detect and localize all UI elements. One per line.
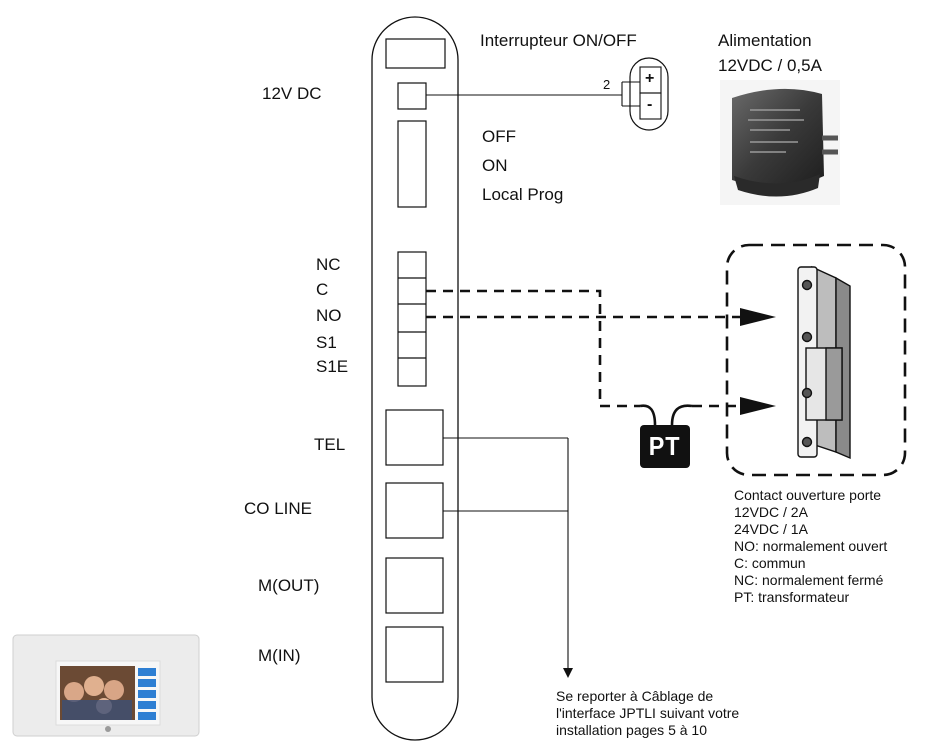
label-co-line: CO LINE <box>244 499 313 518</box>
m-out-socket <box>385 557 444 614</box>
module-top-window <box>385 38 446 69</box>
label-no: NO <box>316 306 342 325</box>
dc-terminal <box>397 82 427 110</box>
label-12v-dc: 12V DC <box>262 84 322 103</box>
relay-dashed-wiring <box>426 289 740 408</box>
door-strike-frame <box>725 243 907 477</box>
mode-on: ON <box>482 156 508 175</box>
wiring-note-line: installation pages 5 à 10 <box>556 722 707 738</box>
note-line: NC: normalement fermé <box>734 572 884 588</box>
label-tel: TEL <box>314 435 346 454</box>
arrow-no <box>740 308 776 326</box>
wiring-note-line: Se reporter à Câblage de <box>556 688 714 704</box>
power-adapter-image <box>720 80 840 205</box>
label-m-in: M(IN) <box>258 646 301 665</box>
mode-local-prog: Local Prog <box>482 185 564 204</box>
label-s1e: S1E <box>316 357 349 376</box>
mode-off: OFF <box>482 127 516 146</box>
module-outline <box>371 16 459 741</box>
transformer-pt <box>639 404 693 468</box>
label-s1: S1 <box>316 333 337 352</box>
power-switch-pin: 2 <box>603 77 611 92</box>
power-switch-title: Interrupteur ON/OFF <box>480 31 637 50</box>
m-in-socket <box>385 626 444 683</box>
relay-terminal-block <box>397 251 427 387</box>
label-c: C <box>316 280 329 299</box>
mode-switch <box>397 120 427 208</box>
label-nc: NC <box>316 255 341 274</box>
note-line: PT: transformateur <box>734 589 850 605</box>
video-monitor-image <box>12 634 200 753</box>
co-line-socket <box>385 482 444 539</box>
note-line: NO: normalement ouvert <box>734 538 888 554</box>
wiring-note-line: l'interface JPTLI suivant votre <box>556 705 740 721</box>
note-arrow <box>563 668 573 678</box>
power-switch <box>629 57 669 131</box>
power-switch-minus: - <box>647 96 653 113</box>
door-contact-notes: Contact ouverture porte 12VDC / 2A 24VDC… <box>734 487 887 606</box>
arrow-pt <box>740 397 776 415</box>
note-line: Contact ouverture porte <box>734 487 882 503</box>
tel-socket <box>385 409 444 466</box>
power-supply-title: Alimentation <box>718 31 812 50</box>
note-line: C: commun <box>734 555 806 571</box>
note-line: 12VDC / 2A <box>734 504 808 520</box>
power-supply-rating: 12VDC / 0,5A <box>718 56 822 75</box>
wiring-note: Se reporter à Câblage de l'interface JPT… <box>556 688 739 739</box>
label-m-out: M(OUT) <box>258 576 320 595</box>
note-line: 24VDC / 1A <box>734 521 808 537</box>
tel-co-wiring <box>443 437 569 670</box>
power-switch-plus: + <box>645 70 655 87</box>
transformer-label: PT <box>648 431 681 461</box>
electric-strike <box>797 265 851 460</box>
